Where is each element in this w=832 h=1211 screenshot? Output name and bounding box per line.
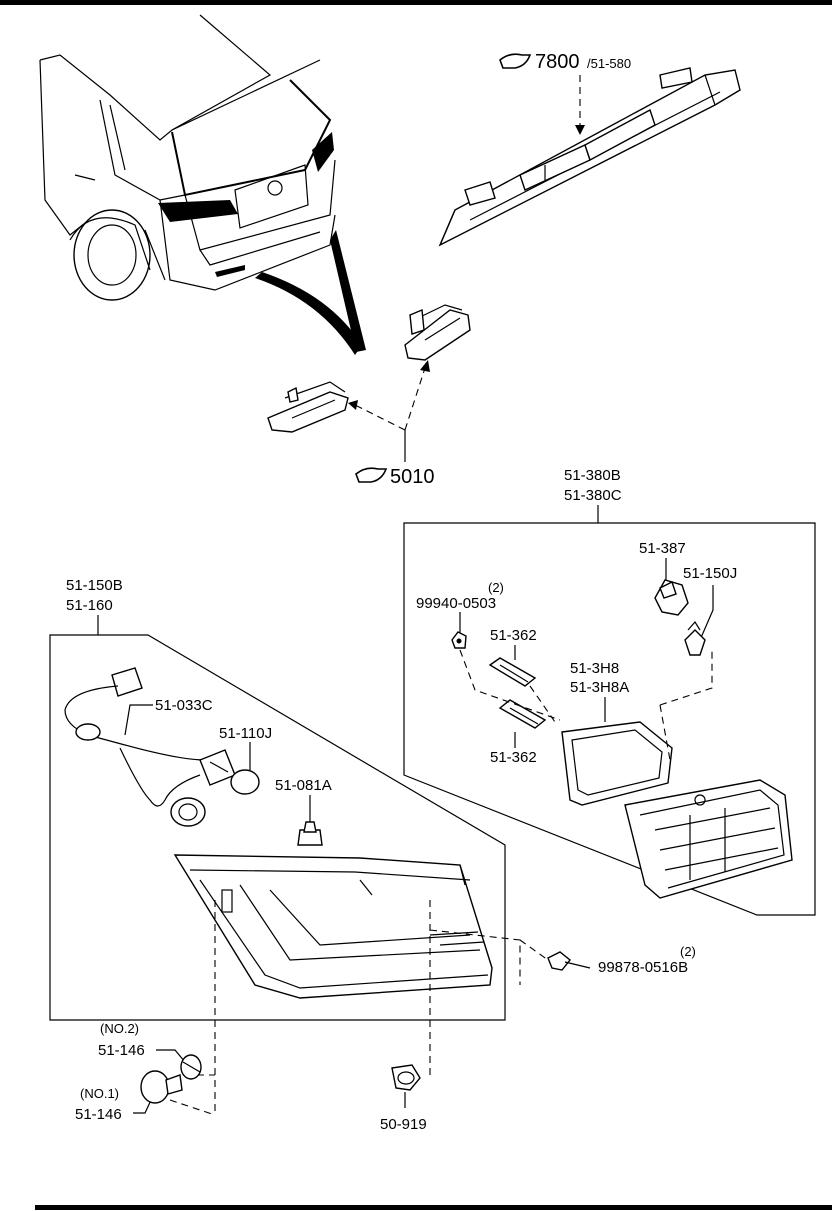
bottom-border bbox=[35, 1205, 832, 1210]
gasket-51-3H8 bbox=[561, 721, 673, 806]
license-plate-lamp-lower bbox=[267, 381, 349, 433]
label-51-033C: 51-033C bbox=[155, 697, 213, 714]
label-51-380B: 51-380B bbox=[564, 467, 621, 484]
socket-51-033C bbox=[170, 797, 206, 827]
label-qty-2-upper: (2) bbox=[488, 580, 504, 595]
ref-7800: 7800 bbox=[535, 51, 580, 73]
label-51-150B: 51-150B bbox=[66, 577, 123, 594]
label-no1: (NO.1) bbox=[80, 1086, 119, 1101]
label-51-160: 51-160 bbox=[66, 597, 113, 614]
vehicle-illustration bbox=[39, 14, 366, 355]
clip-51-146-no1 bbox=[140, 1070, 183, 1104]
high-mount-stop-lamp bbox=[438, 67, 741, 247]
label-99878-0516B: 99878-0516B bbox=[598, 959, 688, 976]
label-51-387: 51-387 bbox=[639, 540, 686, 557]
clip-51-081A bbox=[297, 821, 323, 846]
clip-51-146-no2 bbox=[180, 1054, 202, 1080]
label-51-146-no1: 51-146 bbox=[75, 1106, 122, 1123]
label-99940-0503: 99940-0503 bbox=[416, 595, 496, 612]
label-51-362-upper: 51-362 bbox=[490, 627, 537, 644]
label-51-3H8A: 51-3H8A bbox=[570, 679, 629, 696]
ref-51-580: /51-580 bbox=[587, 56, 631, 71]
book-ref-icon-5010 bbox=[355, 467, 388, 483]
bulb-socket-51-387 bbox=[654, 579, 689, 616]
inner-combination-lamp bbox=[624, 779, 793, 899]
grommet-50-919 bbox=[391, 1064, 421, 1091]
license-plate-lamp-upper bbox=[404, 304, 471, 361]
nut-99940-0503 bbox=[451, 631, 467, 649]
label-51-380C: 51-380C bbox=[564, 487, 622, 504]
wire-harness-51-033C bbox=[64, 667, 206, 807]
bulb-51-110J bbox=[199, 749, 260, 795]
label-51-362-lower: 51-362 bbox=[490, 749, 537, 766]
top-border bbox=[0, 0, 832, 5]
clip-51-362-lower bbox=[498, 699, 547, 729]
label-51-146-no2: 51-146 bbox=[98, 1042, 145, 1059]
ref-5010: 5010 bbox=[390, 466, 435, 488]
label-51-081A: 51-081A bbox=[275, 777, 332, 794]
book-ref-icon-7800 bbox=[499, 53, 532, 69]
bolt-99878-0516B bbox=[547, 951, 591, 971]
label-51-3H8: 51-3H8 bbox=[570, 660, 619, 677]
inner-lamp-box bbox=[403, 522, 816, 916]
rear-combination-lamp bbox=[173, 854, 493, 999]
clip-51-362-upper bbox=[488, 657, 537, 687]
label-qty-2-lower: (2) bbox=[680, 944, 696, 959]
label-50-919: 50-919 bbox=[380, 1116, 427, 1133]
label-no2: (NO.2) bbox=[100, 1021, 139, 1036]
label-51-110J: 51-110J bbox=[219, 725, 272, 742]
bulb-51-150J bbox=[684, 620, 706, 656]
rear-lamp-box bbox=[49, 634, 506, 1021]
label-51-150J-inner: 51-150J bbox=[683, 565, 737, 582]
